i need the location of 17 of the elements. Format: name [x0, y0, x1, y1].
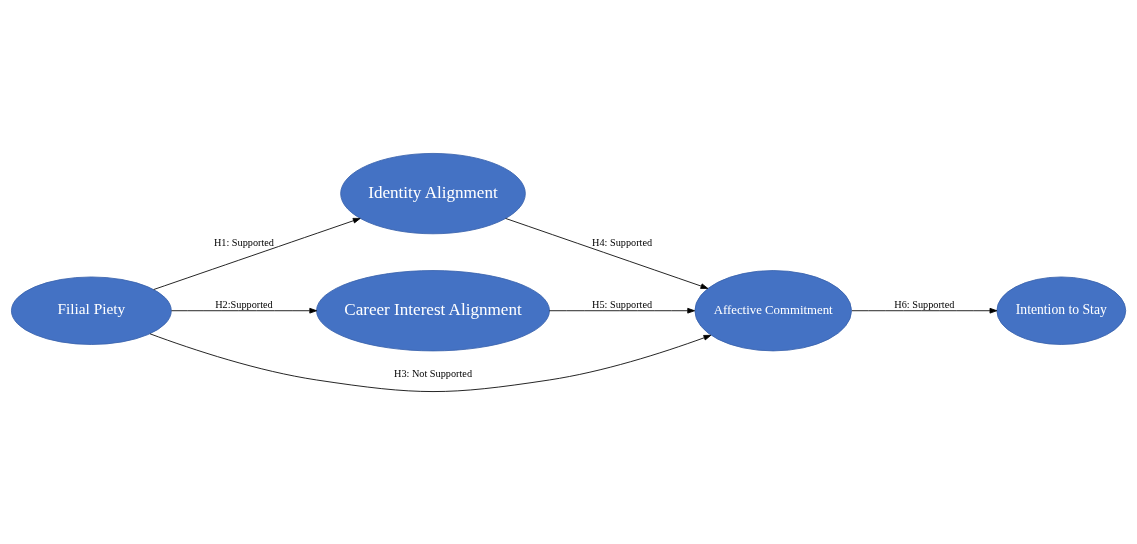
arrow — [171, 307, 318, 314]
edge-label: H6: Supported — [894, 298, 955, 310]
edge-label: H5: Supported — [592, 298, 653, 310]
arrow — [851, 307, 998, 314]
node-ellipse: Career Interest Alignment — [316, 269, 550, 351]
arrow — [153, 217, 361, 290]
edge-label: H3: Not Supported — [393, 367, 473, 379]
arrow — [505, 217, 709, 289]
edge-label: H2:Supported — [215, 298, 273, 310]
edge-label: H4: Supported — [592, 236, 653, 248]
node-ellipse: Affective Commitment — [694, 269, 852, 351]
node-ellipse: Intention to Stay — [996, 276, 1127, 345]
node-ellipse: Identity Alignment — [340, 152, 526, 234]
arrow — [548, 307, 695, 314]
edge-label: H1: Supported — [213, 236, 274, 248]
node-ellipse: Filial Piety — [11, 276, 172, 345]
arrow — [149, 332, 712, 392]
